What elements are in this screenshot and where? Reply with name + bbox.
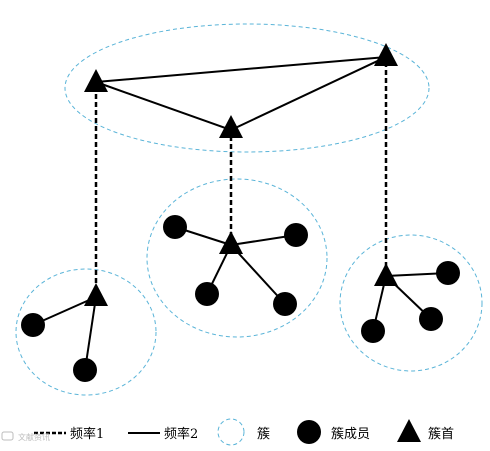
cluster-head-node [219, 115, 243, 138]
middle-cluster-outline [146, 178, 328, 338]
legend-head-swatch [397, 419, 421, 442]
watermark: 文献资讯 [1, 431, 50, 442]
cluster-member-node [361, 319, 385, 343]
cluster-member-node [284, 223, 308, 247]
left-cluster-outline [15, 268, 157, 396]
mid-link-member4 [230, 244, 286, 305]
legend-freq2-label: 频率2 [164, 426, 198, 442]
cluster-member-node [73, 358, 97, 382]
cluster-head-node [219, 231, 243, 254]
cluster-member-node [21, 313, 45, 337]
cluster-member-node [195, 282, 219, 306]
cluster-head-node [84, 69, 108, 92]
top-link-right-center [230, 56, 387, 131]
watermark-text: 文献资讯 [18, 432, 50, 442]
right-cluster-outline [339, 234, 483, 372]
left-link-member2 [84, 296, 97, 371]
cluster-member-node [419, 307, 443, 331]
top-link-left-right [95, 56, 387, 83]
legend-freq1-label: 频率1 [70, 426, 104, 442]
cluster-head-node [374, 263, 398, 286]
cluster-head-node [374, 43, 398, 66]
legend-head-label: 簇首 [428, 427, 454, 442]
cluster-head-node [84, 283, 108, 306]
legend: 频率1 频率2 簇 簇成员 簇首 [34, 418, 454, 446]
legend-cluster-label: 簇 [257, 427, 270, 442]
cluster-member-node [436, 261, 460, 285]
legend-member-label: 簇成员 [331, 427, 370, 442]
cluster-member-node [273, 292, 297, 316]
legend-cluster-swatch [217, 418, 245, 446]
legend-member-swatch [297, 420, 321, 444]
top-cluster-outline [64, 23, 430, 153]
cluster-member-node [163, 215, 187, 239]
top-link-left-center [95, 81, 232, 131]
watermark-icon [1, 431, 14, 441]
